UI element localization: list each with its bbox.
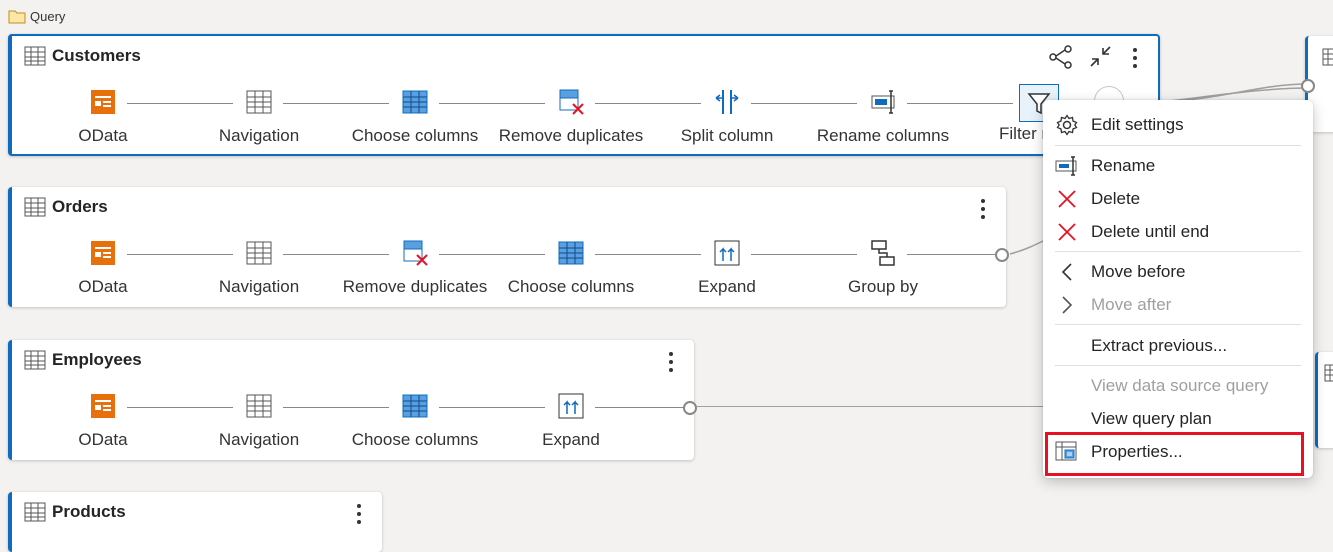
table-icon: [24, 502, 46, 522]
step-expand[interactable]: Expand: [652, 239, 802, 297]
table-icon: [1322, 48, 1333, 66]
query-card-partial-bottom[interactable]: [1315, 352, 1333, 448]
menu-item-view-data-source-query[interactable]: View data source query: [1091, 376, 1269, 395]
highlight-box: [1045, 432, 1304, 476]
expand-icon: [558, 393, 584, 419]
more-options-icon[interactable]: [350, 502, 368, 526]
step-rename-columns[interactable]: Rename columns: [808, 88, 958, 146]
step-group-by[interactable]: Group by: [808, 239, 958, 297]
split-column-icon: [715, 90, 739, 114]
table-icon: [246, 90, 272, 114]
table-icon: [246, 241, 272, 265]
chevron-right-icon: [1062, 296, 1073, 314]
breadcrumb[interactable]: Query: [8, 9, 65, 24]
step-choose-columns[interactable]: Choose columns: [496, 239, 646, 297]
properties-icon: [1055, 441, 1077, 461]
more-options-icon[interactable]: [662, 350, 680, 374]
breadcrumb-label: Query: [30, 9, 66, 24]
menu-separator: [1055, 324, 1301, 325]
query-card-products[interactable]: Products: [8, 492, 382, 552]
menu-separator: [1055, 251, 1301, 252]
query-title: Orders: [52, 197, 108, 216]
context-menu: Edit settings Rename Delete Delete until…: [1043, 100, 1313, 478]
more-options-icon[interactable]: [974, 197, 992, 221]
menu-item-view-query-plan[interactable]: View query plan: [1091, 409, 1212, 428]
table-icon: [24, 46, 46, 66]
step-choose-columns[interactable]: Choose columns: [340, 88, 490, 146]
query-card-orders[interactable]: Orders OData Navigation Remove duplicate…: [8, 187, 1006, 307]
delete-icon: [1058, 223, 1076, 241]
step-odata[interactable]: OData: [28, 239, 178, 297]
output-port[interactable]: [995, 248, 1009, 262]
query-card-customers[interactable]: Customers OData Navigation Choose column…: [8, 34, 1160, 156]
input-port[interactable]: [1301, 79, 1315, 93]
query-title: Products: [52, 502, 126, 521]
step-navigation[interactable]: Navigation: [184, 392, 334, 450]
share-icon[interactable]: [1048, 44, 1074, 70]
choose-columns-icon: [402, 394, 428, 418]
folder-icon: [8, 10, 26, 24]
menu-separator: [1055, 145, 1301, 146]
menu-item-edit-settings[interactable]: Edit settings: [1055, 110, 1301, 140]
step-odata[interactable]: OData: [28, 392, 178, 450]
menu-item-delete[interactable]: Delete: [1055, 184, 1301, 214]
choose-columns-icon: [558, 241, 584, 265]
table-icon: [1324, 364, 1333, 382]
menu-separator: [1055, 365, 1301, 366]
output-port[interactable]: [683, 401, 697, 415]
collapse-icon[interactable]: [1088, 44, 1114, 70]
step-choose-columns[interactable]: Choose columns: [340, 392, 490, 450]
gear-icon: [1056, 114, 1078, 136]
table-icon: [24, 197, 46, 217]
table-icon: [24, 350, 46, 370]
choose-columns-icon: [402, 90, 428, 114]
rename-icon: [1055, 156, 1077, 176]
menu-item-move-before[interactable]: Move before: [1055, 257, 1301, 287]
step-split-column[interactable]: Split column: [652, 88, 802, 146]
query-card-employees[interactable]: Employees OData Navigation Choose column…: [8, 340, 694, 460]
chevron-left-icon: [1061, 263, 1072, 281]
menu-item-delete-until-end[interactable]: Delete until end: [1055, 217, 1301, 247]
step-navigation[interactable]: Navigation: [184, 88, 334, 146]
remove-duplicates-icon: [559, 89, 584, 115]
connector-line: [697, 406, 1043, 407]
menu-item-extract-previous[interactable]: Extract previous...: [1091, 336, 1228, 355]
step-remove-duplicates[interactable]: Remove duplicates: [340, 239, 490, 297]
step-expand[interactable]: Expand: [496, 392, 646, 450]
step-navigation[interactable]: Navigation: [184, 239, 334, 297]
remove-duplicates-icon: [403, 240, 428, 266]
group-by-icon: [871, 240, 895, 266]
query-title: Customers: [52, 46, 141, 65]
more-options-icon[interactable]: [1126, 46, 1144, 70]
step-odata[interactable]: OData: [28, 88, 178, 146]
odata-icon: [91, 90, 115, 114]
menu-item-move-after[interactable]: Move after: [1055, 290, 1301, 320]
delete-icon: [1058, 190, 1076, 208]
query-title: Employees: [52, 350, 142, 369]
expand-icon: [714, 240, 740, 266]
menu-item-rename[interactable]: Rename: [1055, 151, 1301, 181]
filter-icon: [1027, 93, 1051, 115]
menu-item-properties[interactable]: Properties...: [1055, 437, 1301, 467]
odata-icon: [91, 394, 115, 418]
step-remove-duplicates[interactable]: Remove duplicates: [496, 88, 646, 146]
table-icon: [246, 394, 272, 418]
rename-icon: [871, 90, 895, 114]
odata-icon: [91, 241, 115, 265]
